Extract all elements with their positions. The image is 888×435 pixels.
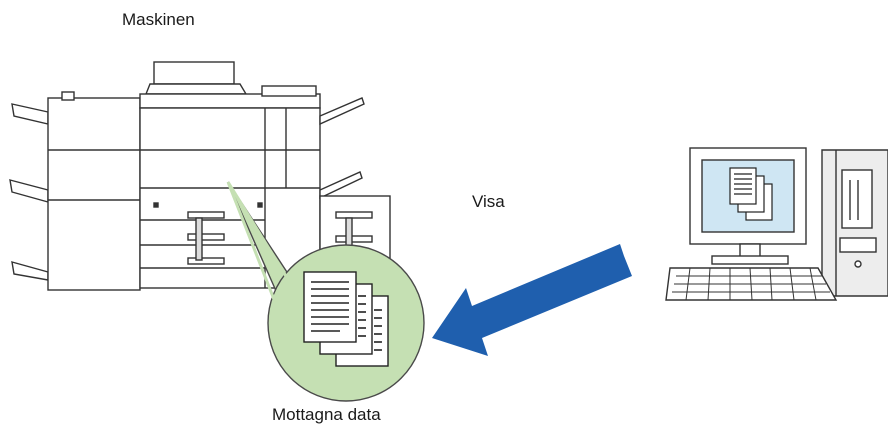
- send-label: Visa: [472, 192, 505, 211]
- document-stack-icon: [303, 271, 389, 367]
- arrow-left-icon: [432, 244, 632, 356]
- received-data-label: Mottagna data: [272, 405, 381, 424]
- received-data-bubble: [226, 181, 425, 402]
- machine-label: Maskinen: [122, 10, 195, 29]
- desktop-computer-icon: [665, 147, 888, 301]
